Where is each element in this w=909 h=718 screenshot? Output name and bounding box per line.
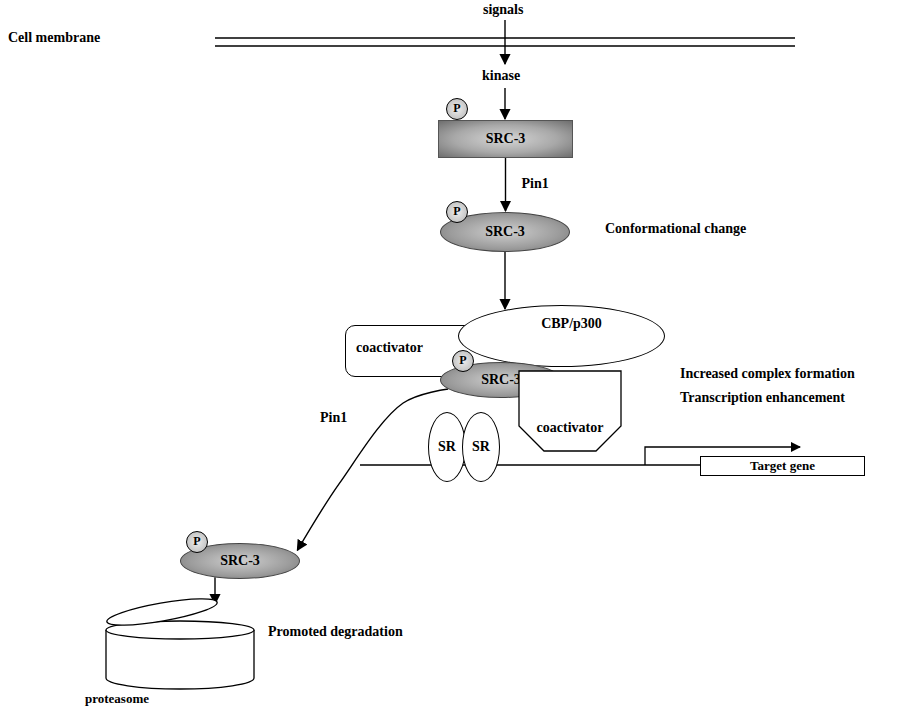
node-text: P bbox=[453, 205, 460, 219]
arrow-connector bbox=[297, 389, 448, 550]
node-text: coactivator bbox=[537, 420, 604, 436]
receptor-oval: SR bbox=[462, 412, 500, 482]
annotation-label: Conformational change bbox=[605, 221, 746, 237]
kinase-arrow bbox=[504, 88, 505, 119]
proteasome-lid bbox=[105, 593, 218, 630]
arrow-connector bbox=[505, 158, 506, 211]
edge-label: Pin1 bbox=[318, 410, 349, 426]
node-text: coactivator bbox=[356, 340, 423, 356]
node-text: P bbox=[459, 354, 466, 368]
gene-box: Target gene bbox=[700, 456, 865, 476]
node-text: SRC-3 bbox=[486, 131, 526, 147]
coactivator-outline bbox=[518, 370, 622, 452]
annotation-label: kinase bbox=[482, 68, 520, 84]
node-text: CBP/p300 bbox=[541, 316, 602, 332]
node-text: P bbox=[193, 535, 200, 549]
annotation-label: Increased complex formation bbox=[680, 366, 855, 382]
cofactor-ellipse: CBP/p300 bbox=[458, 305, 665, 367]
phospho-circle: P bbox=[452, 350, 474, 372]
node-text: SRC-3 bbox=[220, 553, 260, 569]
proteasome-figure: proteasome bbox=[100, 600, 260, 690]
annotation-label: signals bbox=[483, 2, 523, 18]
node-text: SR bbox=[472, 439, 490, 455]
signal-arrow bbox=[504, 20, 505, 64]
dna-line bbox=[360, 464, 700, 465]
protein-box: SRC-3 bbox=[438, 120, 573, 158]
node-text: P bbox=[453, 102, 460, 116]
edge-label: Pin1 bbox=[520, 176, 551, 192]
receptor-oval: SR bbox=[428, 412, 466, 482]
phospho-circle: P bbox=[446, 201, 468, 223]
annotation-label: Transcription enhancement bbox=[680, 390, 845, 406]
node-text: Target gene bbox=[750, 459, 815, 474]
annotation-label: Cell membrane bbox=[8, 30, 100, 46]
coactivator-polygon bbox=[519, 371, 621, 451]
arrow-connector bbox=[504, 252, 505, 309]
annotation-label: Promoted degradation bbox=[268, 624, 403, 640]
node-text: SR bbox=[438, 439, 456, 455]
coactivator-shape: coactivator bbox=[518, 370, 622, 452]
node-text: SRC-3 bbox=[481, 372, 521, 388]
figure-label: proteasome bbox=[85, 692, 149, 707]
proteasome-drawing bbox=[100, 600, 260, 690]
node-text: SRC-3 bbox=[485, 224, 525, 240]
phospho-circle: P bbox=[186, 531, 208, 553]
phospho-circle: P bbox=[446, 98, 468, 120]
